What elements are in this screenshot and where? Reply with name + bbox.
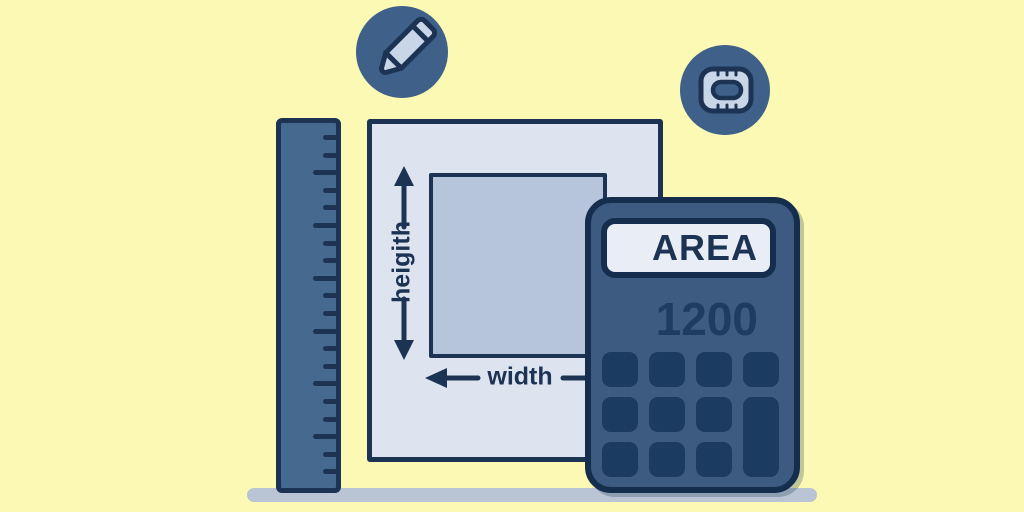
ruler-tick <box>323 451 336 457</box>
calculator-result: 1200 <box>655 293 758 345</box>
calc-button <box>649 352 685 387</box>
calculator-display: AREA <box>601 218 776 278</box>
calc-button <box>696 352 732 387</box>
ruler-tick <box>313 328 336 334</box>
calc-button <box>602 352 638 387</box>
ruler-tick <box>313 170 336 176</box>
ruler-tick <box>313 223 336 228</box>
ruler-tick <box>323 205 336 211</box>
ruler-tick <box>313 275 336 281</box>
calc-button <box>602 397 638 432</box>
ruler-tick <box>323 293 336 299</box>
ruler-tick <box>323 416 336 422</box>
ruler-tick <box>323 152 336 158</box>
eraser-badge <box>680 45 770 135</box>
pencil-icon <box>378 16 438 76</box>
ruler-tick <box>323 311 336 316</box>
ruler-tick <box>323 469 336 475</box>
ruler-tick <box>313 434 336 440</box>
ruler-tick <box>323 399 336 404</box>
ruler-tick <box>313 381 336 387</box>
width-label: width <box>487 362 553 391</box>
ruler-tick <box>323 135 336 140</box>
pencil-badge <box>356 6 448 98</box>
height-label: heigith <box>387 221 416 303</box>
calc-button <box>649 397 685 432</box>
calc-button <box>602 442 638 477</box>
ruler-tick <box>323 346 336 352</box>
ruler-tick <box>323 258 336 264</box>
eraser-icon <box>698 66 754 114</box>
measured-rectangle <box>429 173 607 358</box>
calculator-display-label: AREA <box>651 227 758 268</box>
calc-button <box>696 397 732 432</box>
calc-button <box>696 442 732 477</box>
calc-button <box>649 442 685 477</box>
ruler-tick <box>323 240 336 246</box>
calculator-keypad <box>602 352 779 477</box>
ruler-tick <box>323 187 336 193</box>
ruler-tick <box>323 363 336 369</box>
calc-button <box>743 352 779 387</box>
calc-button <box>743 397 779 477</box>
ruler <box>276 118 341 493</box>
